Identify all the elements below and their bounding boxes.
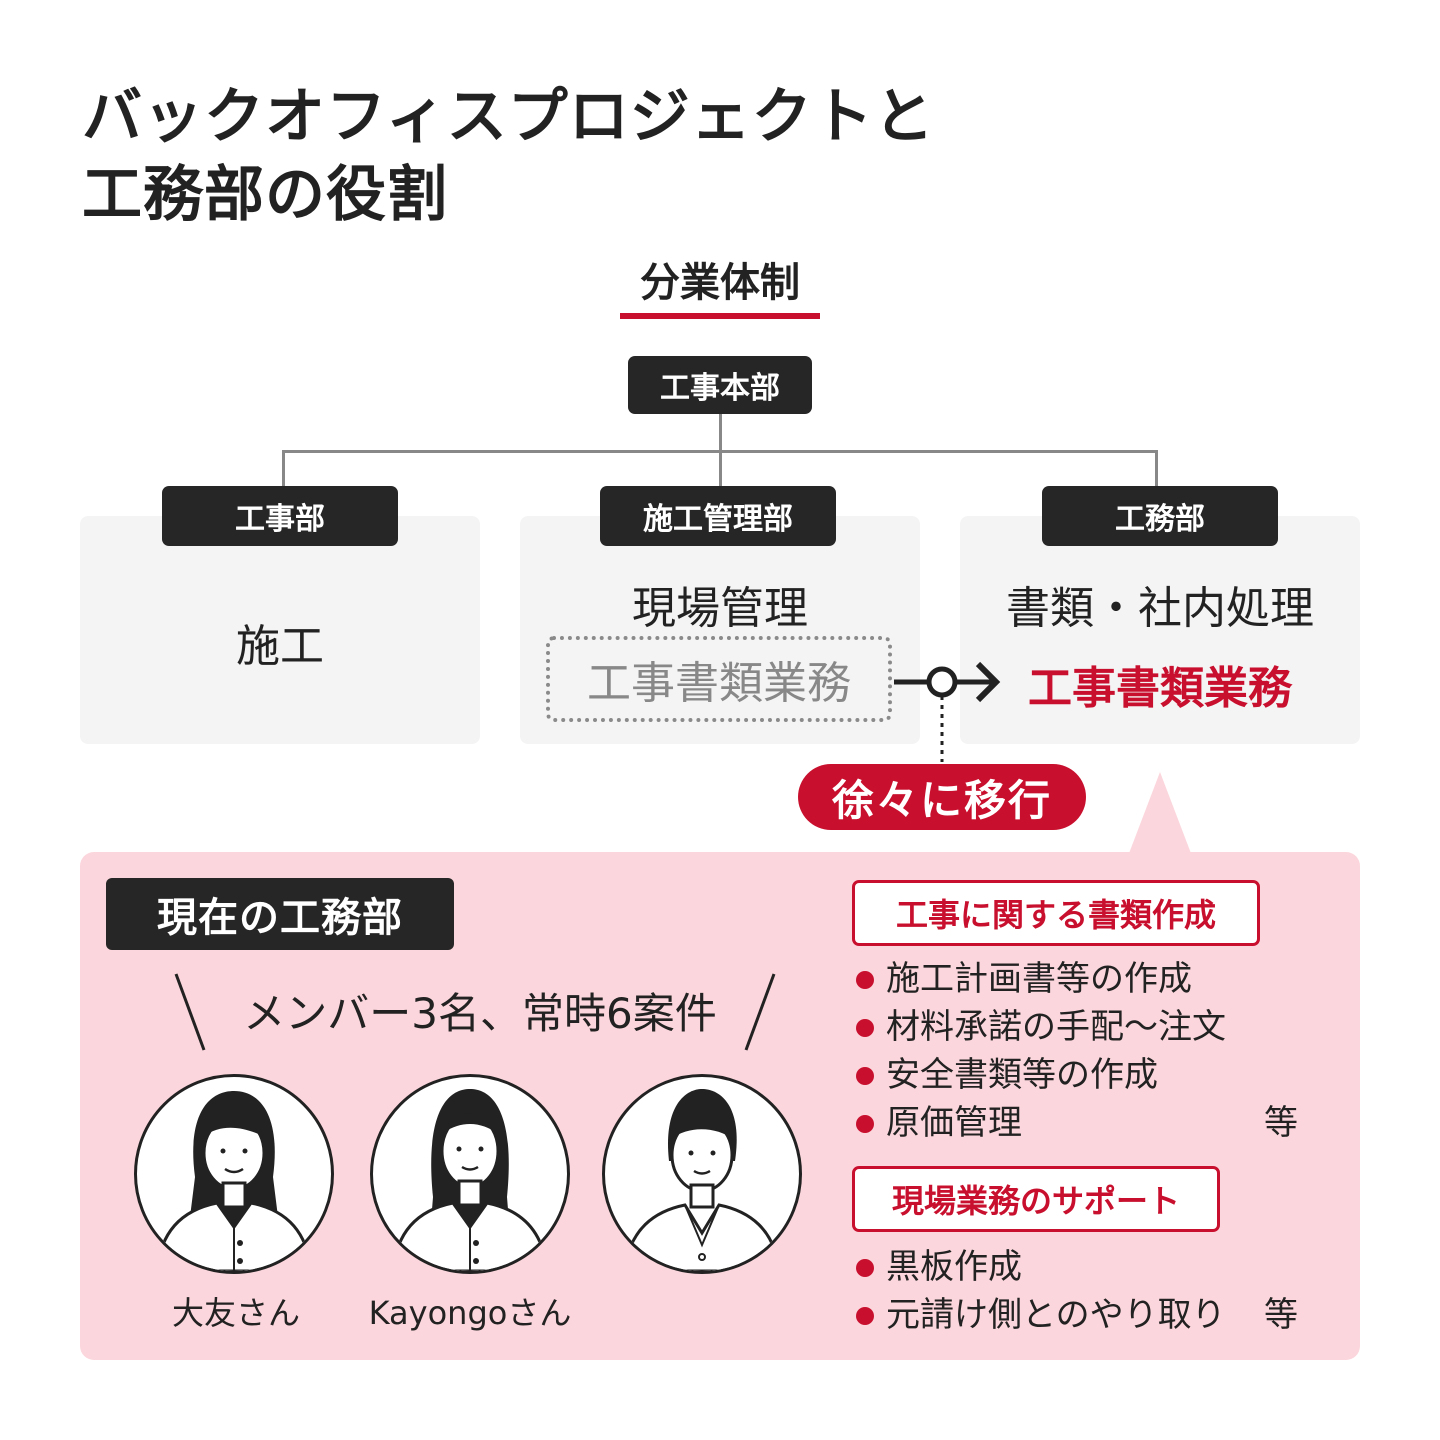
page-title-line-1: バックオフィスプロジェクトと bbox=[82, 82, 935, 152]
transition-pill: 徐々に移行 bbox=[798, 764, 1086, 830]
documents-task-list: 施工計画書等の作成 材料承諾の手配〜注文 安全書類等の作成 原価管理 等 bbox=[856, 955, 1316, 1147]
site-support-task-list: 黒板作成 元請け側とのやり取り等 bbox=[856, 1243, 1316, 1339]
list-item: 元請け側とのやり取り等 bbox=[856, 1291, 1316, 1339]
speech-mark-right bbox=[744, 973, 776, 1051]
list-item-text: 黒板作成 bbox=[886, 1247, 1022, 1287]
dotted-task-text: 工事書類業務 bbox=[587, 658, 851, 709]
list-item-text: 元請け側とのやり取り bbox=[886, 1295, 1226, 1335]
dept-text-site-management: 現場管理 bbox=[632, 583, 808, 634]
speech-mark-left bbox=[174, 973, 206, 1051]
list-item-text: 材料承諾の手配〜注文 bbox=[886, 1007, 1226, 1047]
bullet-dot bbox=[856, 1067, 874, 1085]
dept-tag-site-management: 施工管理部 bbox=[600, 486, 836, 546]
list-item-text: 安全書類等の作成 bbox=[886, 1055, 1158, 1095]
list-item-text: 原価管理 bbox=[886, 1103, 1022, 1143]
category-documents-title: 工事に関する書類作成 bbox=[895, 896, 1216, 934]
category-site-support-title: 現場業務のサポート bbox=[891, 1182, 1180, 1220]
list-item: 材料承諾の手配〜注文 bbox=[856, 1003, 1316, 1051]
page-title-line-2: 工務部の役割 bbox=[82, 160, 448, 230]
woman-long-hair-avatar-icon bbox=[391, 1089, 549, 1271]
highlight-task-text: 工事書類業務 bbox=[1028, 663, 1292, 714]
list-item: 黒板作成 bbox=[856, 1243, 1316, 1291]
bullet-dot bbox=[856, 1019, 874, 1037]
dotted-task-box: 工事書類業務 bbox=[546, 636, 892, 722]
panel-site-management bbox=[520, 516, 920, 744]
list-item: 原価管理 等 bbox=[856, 1099, 1316, 1147]
member-avatar-1 bbox=[134, 1074, 334, 1274]
member-name-1: 大友さん bbox=[171, 1294, 300, 1332]
section-underline bbox=[620, 313, 820, 319]
dept-tag-construction: 工事部 bbox=[162, 486, 398, 546]
category-documents-box: 工事に関する書類作成 bbox=[852, 880, 1260, 946]
org-top-tag: 工事本部 bbox=[628, 356, 812, 414]
woman-short-hair-avatar-icon bbox=[623, 1089, 781, 1271]
bullet-dot bbox=[856, 971, 874, 989]
member-avatar-2 bbox=[370, 1074, 570, 1274]
member-avatar-3 bbox=[602, 1074, 802, 1274]
section-label: 分業体制 bbox=[640, 260, 800, 306]
connector-right-vertical bbox=[1155, 450, 1158, 488]
member-name-2: Kayongoさん bbox=[368, 1294, 572, 1332]
bullet-dot bbox=[856, 1307, 874, 1325]
current-dept-tag: 現在の工務部 bbox=[106, 878, 454, 950]
bullet-dot bbox=[856, 1115, 874, 1133]
connector-left-vertical bbox=[282, 450, 285, 488]
panel-engineering-affairs bbox=[960, 516, 1360, 744]
page-title: バックオフィスプロジェクトと 工務部の役割 bbox=[82, 78, 935, 234]
connector-horizontal bbox=[282, 450, 1158, 453]
site-support-etc: 等 bbox=[1264, 1295, 1298, 1335]
list-item-text: 施工計画書等の作成 bbox=[886, 959, 1192, 999]
members-summary: メンバー3名、常時6案件 bbox=[243, 989, 717, 1038]
panel-construction bbox=[80, 516, 480, 744]
transition-arrow-icon bbox=[894, 661, 1001, 762]
bullet-dot bbox=[856, 1259, 874, 1277]
dept-text-engineering-affairs: 書類・社内処理 bbox=[1006, 583, 1314, 634]
callout-pointer bbox=[1128, 772, 1192, 856]
woman-long-hair-avatar-icon bbox=[155, 1091, 313, 1271]
list-item: 安全書類等の作成 bbox=[856, 1051, 1316, 1099]
documents-etc: 等 bbox=[1264, 1103, 1298, 1143]
list-item: 施工計画書等の作成 bbox=[856, 955, 1316, 1003]
dept-text-construction: 施工 bbox=[236, 621, 324, 672]
dept-tag-engineering-affairs: 工務部 bbox=[1042, 486, 1278, 546]
category-site-support-box: 現場業務のサポート bbox=[852, 1166, 1220, 1232]
